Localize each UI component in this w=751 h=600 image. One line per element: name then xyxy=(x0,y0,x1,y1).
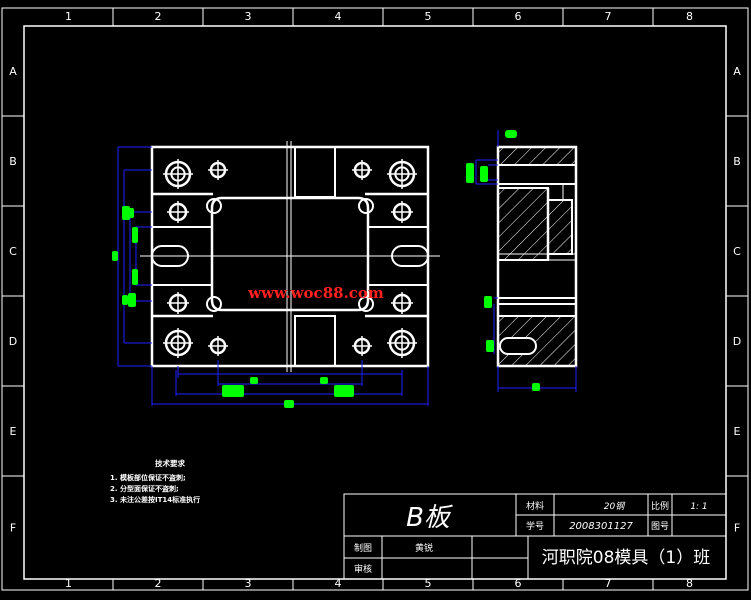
frame-column-label: 1 xyxy=(65,10,72,23)
frame-column-label: 6 xyxy=(515,577,522,590)
side-view xyxy=(496,145,578,368)
side-pin-slot xyxy=(499,337,537,355)
school-name: 河职院08模具（1）班 xyxy=(542,548,710,568)
frame-column-label: 7 xyxy=(605,577,612,590)
material-value: 20钢 xyxy=(604,501,626,512)
frame-row-label: E xyxy=(10,425,17,438)
right-slot xyxy=(391,245,429,267)
frame-column-label: 4 xyxy=(335,577,342,590)
note-item: 2. 分型面保证不盗刺; xyxy=(110,484,179,493)
side-hatch-upper xyxy=(497,146,577,166)
screw-hole xyxy=(167,201,189,223)
watermark: www.woc88.com xyxy=(247,284,384,302)
frame-row-label: D xyxy=(9,335,17,348)
title-block-text: B板 材料 20钢 比例 1: 1 学号 2008301127 图号 制图 黄锐… xyxy=(354,500,710,575)
screw-hole xyxy=(352,160,372,180)
top-slot xyxy=(294,146,336,198)
frame-row-label: A xyxy=(9,65,17,78)
frame-row-label: F xyxy=(10,522,16,535)
frame-row-label: C xyxy=(733,245,741,258)
scale-value: 1: 1 xyxy=(690,502,707,512)
front-dimensions xyxy=(117,146,429,406)
technical-notes: 技术要求 1. 模板部位保证不盗刺; 2. 分型面保证不盗刺; 3. 未注公差按… xyxy=(110,458,200,504)
side-hatch-middle xyxy=(497,187,573,261)
side-dimension-values xyxy=(466,130,540,391)
hole-pattern xyxy=(163,159,417,358)
guide-pin-hole xyxy=(163,159,193,189)
part-name: B板 xyxy=(406,503,454,533)
frame-column-label: 5 xyxy=(425,577,432,590)
frame-row-label: A xyxy=(733,65,741,78)
material-label: 材料 xyxy=(526,500,544,512)
frame-row-label: B xyxy=(9,155,17,168)
frame-row-label: D xyxy=(733,335,741,348)
screw-hole xyxy=(391,201,413,223)
screw-hole xyxy=(167,292,189,314)
frame-row-label: C xyxy=(9,245,17,258)
frame-column-label: 8 xyxy=(686,577,693,590)
frame-column-label: 3 xyxy=(245,10,252,23)
screw-hole xyxy=(208,160,228,180)
cavity-pocket xyxy=(210,196,370,312)
note-item: 1. 模板部位保证不盗刺; xyxy=(110,473,186,482)
frame-column-label: 7 xyxy=(605,10,612,23)
frame-column-label: 8 xyxy=(686,10,693,23)
screw-hole xyxy=(391,292,413,314)
screw-hole xyxy=(208,336,228,356)
left-slot xyxy=(151,245,189,267)
frame-column-label: 5 xyxy=(425,10,432,23)
guide-pin-hole xyxy=(387,328,417,358)
frame-column-label: 3 xyxy=(245,577,252,590)
front-view xyxy=(140,141,440,372)
scale-label: 比例 xyxy=(651,500,669,512)
notes-title: 技术要求 xyxy=(155,458,185,468)
note-item: 3. 未注公差按IT14标准执行 xyxy=(110,495,200,504)
drawn-by-label: 制图 xyxy=(354,542,372,554)
student-no-value: 2008301127 xyxy=(569,521,633,532)
frame-column-label: 2 xyxy=(155,577,162,590)
frame-column-label: 6 xyxy=(515,10,522,23)
screw-hole xyxy=(352,336,372,356)
frame-row-label: B xyxy=(733,155,741,168)
guide-pin-hole xyxy=(387,159,417,189)
frame-column-label: 1 xyxy=(65,577,72,590)
reviewed-by-label: 审核 xyxy=(354,563,372,575)
frame-row-label: F xyxy=(734,522,740,535)
drawn-by-value: 黄锐 xyxy=(415,542,433,554)
title-block xyxy=(343,493,727,580)
drawing-no-label: 图号 xyxy=(651,521,669,532)
front-dimension-values xyxy=(112,206,354,408)
guide-pin-hole xyxy=(163,328,193,358)
frame-row-label: E xyxy=(734,425,741,438)
student-no-label: 学号 xyxy=(526,520,544,532)
frame-column-label: 4 xyxy=(335,10,342,23)
bottom-slot xyxy=(294,315,336,367)
frame-column-label: 2 xyxy=(155,10,162,23)
